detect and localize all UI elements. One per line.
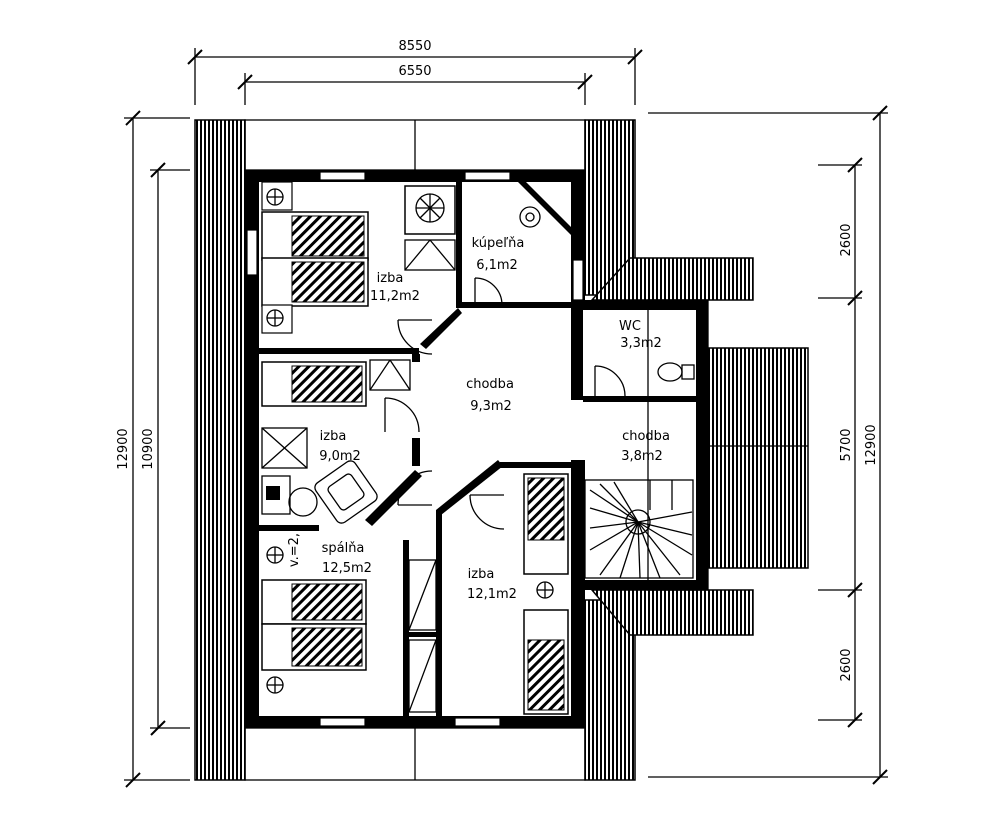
room-name-izba-2: izba	[320, 429, 347, 444]
room-area-chodba-1: 9,3m2	[470, 399, 512, 414]
room-name-izba-1: izba	[377, 271, 404, 286]
room-name-izba-3: izba	[468, 567, 495, 582]
dim-left-outer: 12900	[116, 428, 131, 469]
room-area-chodba-2: 3,8m2	[621, 449, 663, 464]
roof-hatching	[194, 119, 809, 781]
windows	[246, 171, 584, 727]
room-name-wc: WC	[619, 319, 641, 334]
room-name-chodba-2: chodba	[622, 429, 670, 444]
furniture	[261, 181, 695, 715]
room-area-izba-1: 11,2m2	[370, 289, 420, 304]
room-labels: izba 11,2m2 kúpeľňa 6,1m2 WC 3,3m2 chodb…	[287, 236, 670, 602]
room-area-izba-3: 12,1m2	[467, 587, 517, 602]
height-annotation: v.=2,	[287, 533, 302, 567]
doors	[384, 277, 626, 530]
dim-left-inner: 10900	[141, 428, 156, 469]
room-area-izba-2: 9,0m2	[319, 449, 361, 464]
dim-top-inner: 6550	[398, 64, 431, 79]
dim-right-outer: 12900	[864, 424, 879, 465]
room-name-chodba-1: chodba	[466, 377, 514, 392]
dimension-lines	[124, 48, 888, 788]
dim-right-top: 2600	[839, 223, 854, 256]
dim-top-outer: 8550	[398, 39, 431, 54]
dim-right-bottom: 2600	[839, 648, 854, 681]
dim-right-mid: 5700	[839, 428, 854, 461]
room-area-kupelna: 6,1m2	[476, 258, 518, 273]
room-area-spalna: 12,5m2	[322, 561, 372, 576]
dimension-labels: 8550 6550 12900 10900 2600 5700 2600 129…	[116, 39, 879, 682]
room-name-spalna: spálňa	[322, 541, 365, 556]
room-name-kupelna: kúpeľňa	[472, 236, 525, 251]
staircase	[584, 479, 694, 579]
room-area-wc: 3,3m2	[620, 336, 662, 351]
